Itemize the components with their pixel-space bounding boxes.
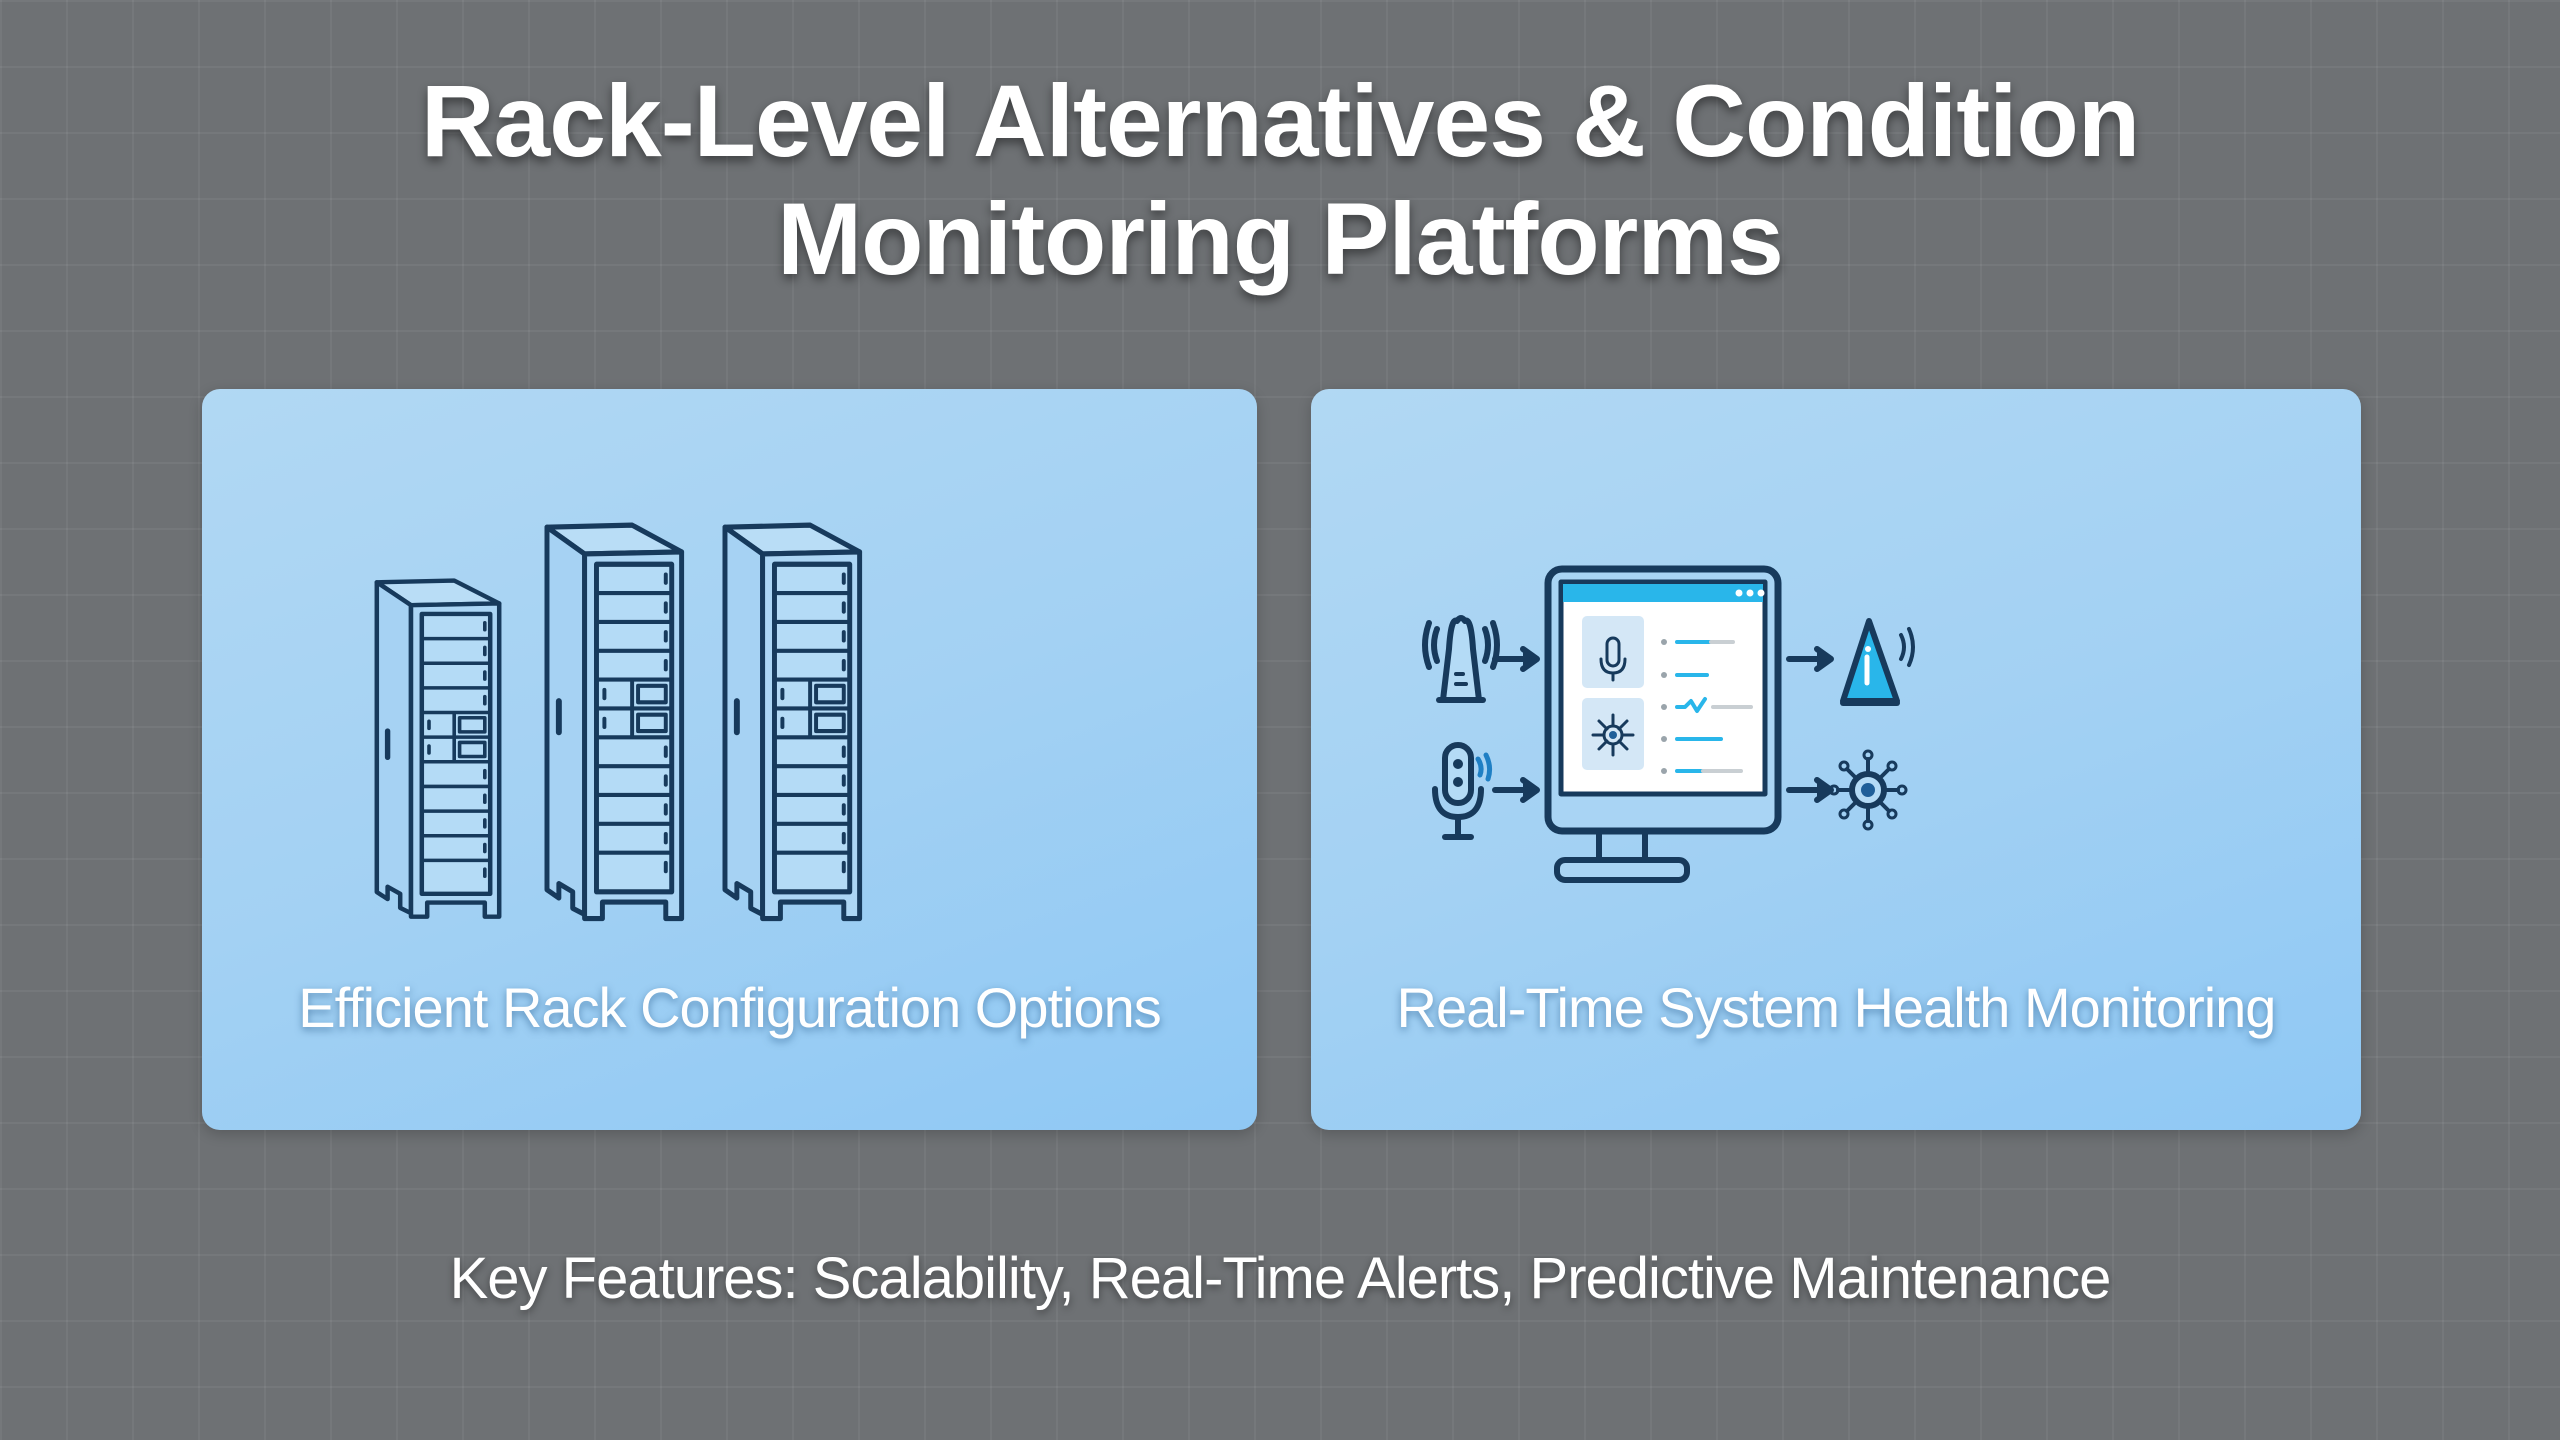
monitoring-diagram bbox=[1422, 565, 1915, 883]
title-line-2: Monitoring Platforms bbox=[777, 182, 1784, 296]
page-title: Rack-Level Alternatives & Condition Moni… bbox=[0, 62, 2560, 298]
rack-configuration-card: Efficient Rack Configuration Options bbox=[202, 389, 1257, 1130]
card-label: Efficient Rack Configuration Options bbox=[298, 976, 1162, 1039]
arrow-icon bbox=[1492, 777, 1540, 803]
key-features-text: Key Features: Scalability, Real-Time Ale… bbox=[449, 1246, 2112, 1311]
microphone-sensor-icon bbox=[1432, 742, 1493, 840]
network-node-icon bbox=[1828, 749, 1908, 831]
rack-tall-icon bbox=[547, 525, 682, 918]
arrow-icon bbox=[1786, 646, 1834, 672]
title-line-1: Rack-Level Alternatives & Condition bbox=[420, 64, 2140, 178]
card-label: Real-Time System Health Monitoring bbox=[1396, 976, 2277, 1039]
monitor-icon bbox=[1544, 565, 1782, 883]
health-monitoring-card: Real-Time System Health Monitoring bbox=[1311, 389, 2361, 1130]
arrow-icon bbox=[1492, 646, 1540, 672]
vibration-sensor-icon bbox=[1422, 615, 1500, 703]
rack-tall-icon bbox=[725, 525, 860, 918]
alert-warning-icon bbox=[1840, 618, 1915, 706]
rack-small-icon bbox=[377, 581, 499, 917]
arrow-icon bbox=[1786, 777, 1834, 803]
